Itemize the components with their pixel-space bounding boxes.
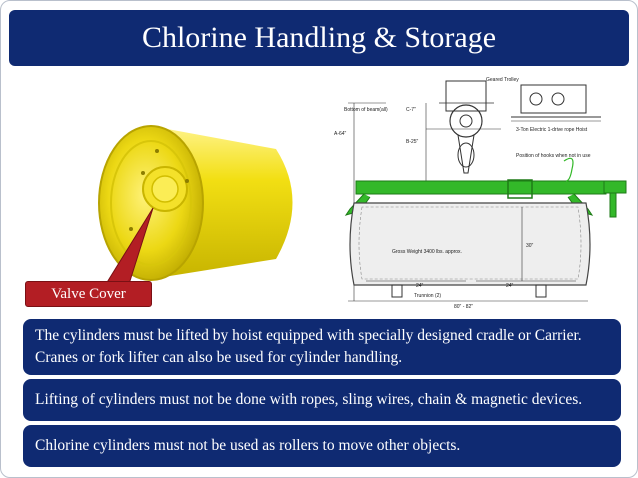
label-bottom-of-beam: Bottom of beam(all)	[344, 107, 388, 113]
label-dim-24-left: 24"	[416, 283, 424, 289]
bullet-box-2: Lifting of cylinders must not be done wi…	[23, 379, 621, 421]
label-length: 80" - 82"	[454, 304, 473, 310]
label-hooks: Position of hooks when not in use	[516, 153, 591, 159]
valve-cover-callout: Valve Cover	[25, 281, 152, 307]
valve-cover-label: Valve Cover	[51, 285, 126, 302]
slide-title-bar: Chlorine Handling & Storage	[9, 10, 629, 66]
label-height: 30"	[526, 243, 534, 249]
label-dim-a: A-64"	[334, 131, 347, 137]
slide-title: Chlorine Handling & Storage	[141, 21, 497, 54]
label-hoist: 3-Ton Electric 1-drive rope Hoist	[516, 127, 588, 133]
bullet-box-3: Chlorine cylinders must not be used as r…	[23, 425, 621, 467]
label-trunnion: Trunnion (2)	[414, 293, 441, 299]
label-geared-trolley: Geared Trolley	[486, 77, 519, 83]
bullet-text-3: Chlorine cylinders must not be used as r…	[35, 437, 461, 454]
label-gross-weight: Gross Weight 3400 lbs. approx.	[392, 249, 462, 255]
label-dim-c: C-7"	[406, 107, 416, 113]
bullet-text-2: Lifting of cylinders must not be done wi…	[35, 391, 583, 408]
bullet-text-1: The cylinders must be lifted by hoist eq…	[35, 327, 582, 366]
bullet-box-1: The cylinders must be lifted by hoist eq…	[23, 319, 621, 375]
label-dim-b: B-25"	[406, 139, 419, 145]
hoist-cradle-diagram: Geared Trolley Bottom of beam(all) A-64"…	[334, 77, 627, 310]
label-dim-24-right: 24"	[506, 283, 514, 289]
chlorine-cylinder-image	[98, 125, 293, 281]
